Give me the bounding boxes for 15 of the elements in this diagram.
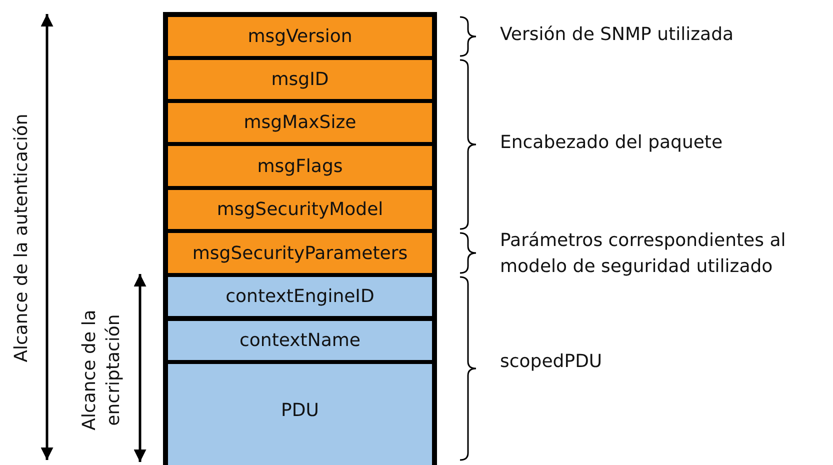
packet-field: msgID (168, 60, 432, 99)
packet-field: msgFlags (168, 146, 432, 186)
packet-field: PDU (168, 364, 432, 465)
bracket-label: Encabezado del paquete (500, 131, 724, 155)
packet-field: contextName (168, 321, 432, 360)
packet-field: contextEngineID (168, 277, 432, 316)
scope-label: Alcance de la autenticación (10, 114, 33, 362)
bracket-label: scopedPDU (500, 350, 604, 374)
packet-field: msgVersion (168, 17, 432, 56)
scope-label: Alcance de la encriptación (78, 308, 125, 432)
bracket-label: Parámetros correspondientes al modelo de seguridad utilizado (500, 229, 787, 279)
bracket-label: Versión de SNMP utilizada (500, 23, 735, 47)
packet-field: msgMaxSize (168, 103, 432, 142)
packet-field: msgSecurityModel (168, 190, 432, 229)
packet-field: msgSecurityParameters (168, 233, 432, 273)
